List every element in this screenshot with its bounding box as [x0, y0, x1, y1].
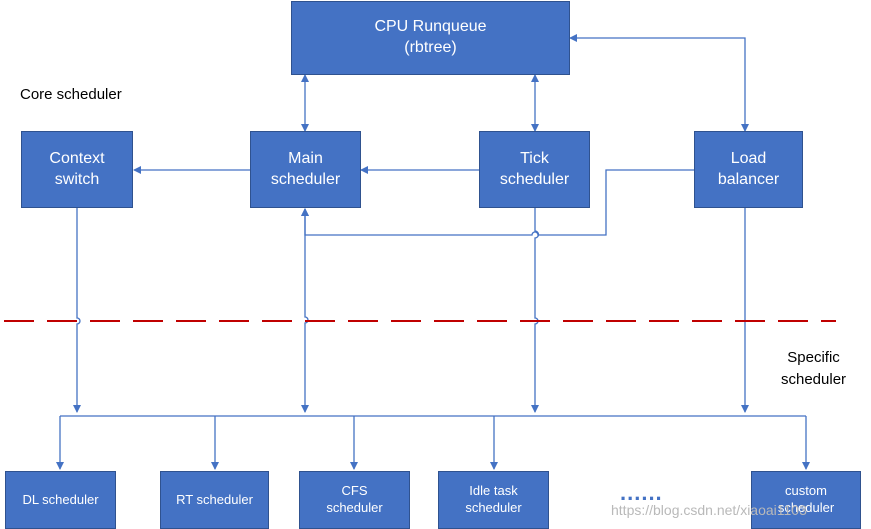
connector-main-bus [301, 208, 309, 413]
specific-scheduler-line1: Specific [787, 349, 840, 366]
rt-scheduler-box: RT scheduler [160, 471, 269, 529]
watermark-text: https://blog.csdn.net/xiaoai1103 [611, 502, 807, 518]
load-balancer-line1: Load [730, 149, 767, 167]
context-switch-box: Context switch [21, 131, 133, 208]
load-balancer-box: Load balancer [694, 131, 803, 208]
cfs-scheduler-line1: CFS [341, 483, 368, 499]
connector-load-main [301, 169, 694, 236]
core-scheduler-label: Core scheduler [20, 86, 122, 103]
cfs-scheduler-line2: scheduler [326, 500, 383, 515]
custom-scheduler-box: custom scheduler [751, 471, 861, 529]
main-scheduler-line1: Main [288, 149, 323, 167]
custom-scheduler-line2: scheduler [777, 500, 835, 515]
cfs-scheduler-box: CFS scheduler [299, 471, 410, 529]
tick-scheduler-line1: Tick [520, 149, 549, 167]
main-scheduler-box: Main scheduler [250, 131, 361, 208]
more-schedulers-ellipsis: ...... [620, 480, 663, 505]
tick-scheduler-line2: scheduler [499, 170, 570, 188]
dl-scheduler-label: DL scheduler [22, 491, 99, 507]
rt-scheduler-label: RT scheduler [176, 491, 253, 507]
load-balancer-line2: balancer [717, 170, 780, 188]
connector-tick-bus [531, 208, 540, 413]
custom-scheduler-line1: custom [785, 483, 827, 499]
main-scheduler-line2: scheduler [270, 170, 341, 188]
tick-scheduler-box: Tick scheduler [479, 131, 590, 208]
specific-scheduler-label: Specific scheduler [781, 347, 846, 391]
cpu-runqueue-subtitle: (rbtree) [404, 39, 457, 56]
idle-task-scheduler-line2: scheduler [465, 500, 522, 515]
connector-context-bus [73, 208, 81, 413]
idle-task-scheduler-line1: Idle task [469, 483, 518, 499]
context-switch-line2: switch [54, 170, 100, 188]
context-switch-line1: Context [49, 149, 105, 167]
cpu-runqueue-box: CPU Runqueue (rbtree) [291, 1, 570, 75]
specific-scheduler-line2: scheduler [781, 370, 847, 388]
idle-task-scheduler-box: Idle task scheduler [438, 471, 549, 529]
connector-runqueue-load [569, 34, 749, 132]
cpu-runqueue-title: CPU Runqueue [374, 18, 487, 36]
dl-scheduler-box: DL scheduler [5, 471, 116, 529]
